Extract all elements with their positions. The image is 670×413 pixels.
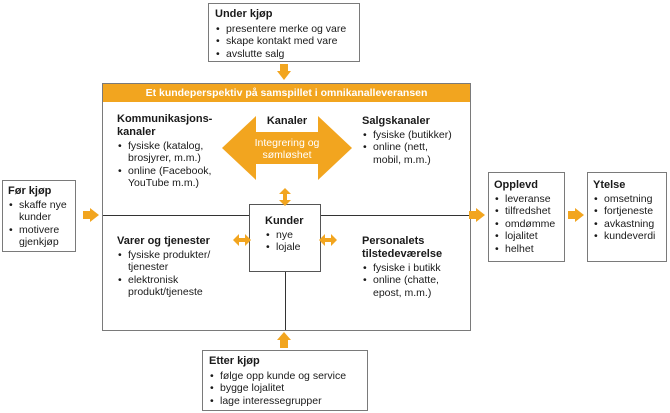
varer-list: fysiske produkter/ tjenester elektronisk…	[117, 249, 237, 299]
arrow-right-icon	[469, 208, 485, 222]
list-item: presentere merke og vare	[215, 23, 353, 36]
for-kjop-list: skaffe nye kunder motivere gjenkjøp	[8, 199, 70, 249]
horizontal-divider	[321, 215, 470, 216]
personalets-list: fysiske i butikk online (chatte, epost, …	[362, 262, 467, 299]
list-item: nye	[265, 229, 314, 242]
personalets-section: Personalets tilstedeværelse fysiske i bu…	[362, 235, 467, 299]
banner-title: Et kundeperspektiv på samspillet i omnik…	[103, 84, 470, 102]
salgskanaler-title: Salgskanaler	[362, 115, 430, 127]
list-item: bygge lojalitet	[209, 382, 361, 395]
list-item: skaffe nye kunder	[8, 199, 70, 224]
opplevd-list: leveranse tilfredshet omdømme lojalitet …	[494, 193, 559, 255]
list-item: online (nett, mobil, m.m.)	[362, 141, 467, 166]
list-item: lojale	[265, 241, 314, 254]
kunder-list: nye lojale	[265, 229, 314, 254]
list-item: leveranse	[494, 193, 559, 206]
varer-section: Varer og tjenester fysiske produkter/ tj…	[117, 235, 237, 299]
under-kjop-box: Under kjøp presentere merke og vare skap…	[208, 3, 360, 62]
horizontal-divider	[103, 215, 249, 216]
list-item: tilfredshet	[494, 205, 559, 218]
ytelse-box: Ytelse omsetning fortjeneste avkastning …	[587, 172, 667, 262]
etter-kjop-title: Etter kjøp	[209, 355, 260, 367]
left-right-arrow-icon	[233, 234, 251, 246]
list-item: omsetning	[593, 193, 661, 206]
list-item: lage interessegrupper	[209, 395, 361, 408]
arrow-right-icon	[83, 208, 99, 222]
list-item: kundeverdi	[593, 230, 661, 243]
kanaler-label: Kanaler	[266, 115, 308, 127]
list-item: online (chatte, epost, m.m.)	[362, 274, 467, 299]
for-kjop-title: Før kjøp	[8, 185, 52, 197]
personalets-title: Personalets tilstedeværelse	[362, 235, 443, 260]
kunder-box: Kunder nye lojale	[249, 204, 321, 272]
under-kjop-title: Under kjøp	[215, 8, 273, 20]
up-down-arrow-icon	[279, 188, 291, 206]
list-item: fysiske (katalog, brosjyrer, m.m.)	[117, 140, 247, 165]
list-item: lojalitet	[494, 230, 559, 243]
for-kjop-box: Før kjøp skaffe nye kunder motivere gjen…	[2, 180, 76, 252]
opplevd-title: Opplevd	[494, 179, 539, 191]
list-item: fysiske produkter/ tjenester	[117, 249, 237, 274]
list-item: skape kontakt med vare	[215, 35, 353, 48]
list-item: avkastning	[593, 218, 661, 231]
opplevd-box: Opplevd leveranse tilfredshet omdømme lo…	[488, 172, 565, 262]
list-item: fysiske (butikker)	[362, 129, 467, 142]
list-item: omdømme	[494, 218, 559, 231]
list-item: avslutte salg	[215, 48, 353, 61]
ytelse-list: omsetning fortjeneste avkastning kundeve…	[593, 193, 661, 243]
list-item: helhet	[494, 243, 559, 256]
under-kjop-list: presentere merke og vare skape kontakt m…	[215, 23, 353, 61]
kommunikasjonskanaler-list: fysiske (katalog, brosjyrer, m.m.) onlin…	[117, 140, 247, 190]
list-item: følge opp kunde og service	[209, 370, 361, 383]
varer-title: Varer og tjenester	[117, 235, 210, 247]
integrering-label: Integrering og sømløshet	[254, 137, 320, 161]
list-item: motivere gjenkjøp	[8, 224, 70, 249]
ytelse-title: Ytelse	[593, 179, 626, 191]
arrow-down-icon	[277, 64, 291, 80]
arrow-right-icon	[568, 208, 584, 222]
left-right-arrow-icon	[319, 234, 337, 246]
salgskanaler-list: fysiske (butikker) online (nett, mobil, …	[362, 129, 467, 166]
kommunikasjonskanaler-title: Kommunikasjons- kanaler	[117, 113, 213, 138]
kunder-title: Kunder	[265, 215, 304, 227]
arrow-up-icon	[277, 332, 291, 348]
etter-kjop-list: følge opp kunde og service bygge lojalit…	[209, 370, 361, 408]
list-item: elektronisk produkt/tjeneste	[117, 274, 237, 299]
kommunikasjonskanaler-section: Kommunikasjons- kanaler fysiske (katalog…	[117, 113, 247, 190]
list-item: fortjeneste	[593, 205, 661, 218]
salgskanaler-section: Salgskanaler fysiske (butikker) online (…	[362, 115, 467, 166]
list-item: online (Facebook, YouTube m.m.)	[117, 165, 247, 190]
list-item: fysiske i butikk	[362, 262, 467, 275]
vertical-divider	[285, 272, 286, 330]
double-arrow-icon	[222, 116, 352, 180]
etter-kjop-box: Etter kjøp følge opp kunde og service by…	[202, 350, 368, 411]
